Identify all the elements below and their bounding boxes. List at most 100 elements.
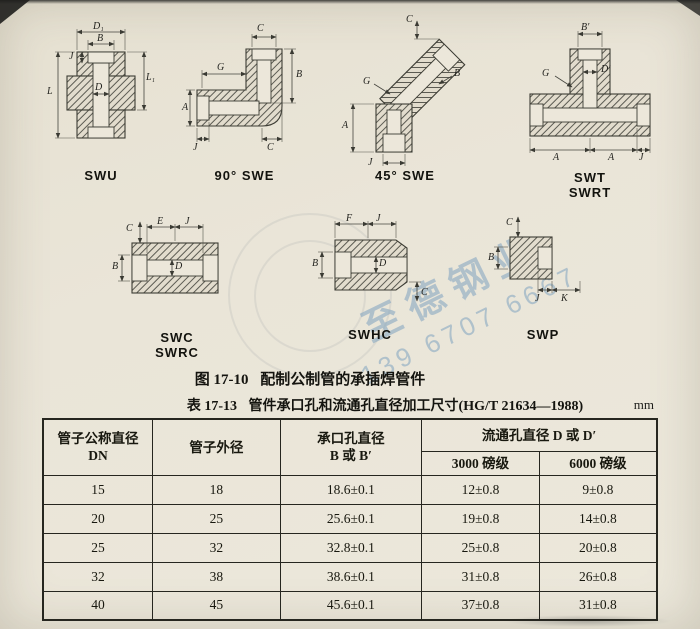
table-row: 15 18 18.6±0.1 12±0.8 9±0.8 — [42, 474, 658, 505]
dim-label-k: K — [561, 293, 568, 304]
dim-label-c-bottom: C — [267, 142, 274, 153]
header-3000lb: 3000 磅级 — [421, 450, 540, 476]
cell-socket: 38.6±0.1 — [279, 561, 423, 592]
figure-caption: 图 17-10 配制公制管的承插焊管件 — [0, 368, 620, 389]
swc-drawing — [118, 221, 219, 294]
dim-label-g: G — [217, 62, 225, 73]
cell-6000: 9±0.8 — [538, 474, 658, 505]
scan-corner-artifact — [0, 0, 30, 24]
figure-title: 配制公制管的承插焊管件 — [260, 372, 426, 388]
diagram-caption-45swe: 45° SWE — [375, 168, 435, 183]
diagram-45swe: C B G A J 45° SWE — [340, 14, 470, 194]
table-header-row-1: 管子公称直径 DN 管子外径 承口孔直径 B 或 B′ 流通孔直径 D 或 D′ — [42, 418, 658, 476]
diagram-swu: D₁ B J D L₁ L SWU — [46, 21, 156, 194]
diagram-90swe: C B G A J C 90° SWE — [182, 22, 307, 194]
dim-label-a1: A — [553, 152, 560, 163]
dim-label-g: G — [363, 76, 371, 87]
dim-label-c: C — [406, 14, 413, 25]
dim-label-b: B — [312, 258, 319, 269]
diagram-caption-line2: SWRT — [568, 185, 612, 200]
header-socket-bore: 承口孔直径 B 或 B′ — [279, 418, 423, 476]
cell-socket: 25.6±0.1 — [279, 503, 423, 534]
dim-label-l1: L₁ — [146, 72, 156, 83]
cell-3000: 31±0.8 — [421, 561, 540, 592]
diagram-swt: B′ D′ G A A J SWT SWRT — [515, 22, 665, 204]
cell-3000: 25±0.8 — [421, 532, 540, 563]
cell-od: 18 — [152, 474, 281, 505]
swt-drawing — [529, 31, 651, 153]
dim-label-j: J — [639, 152, 644, 163]
dim-label-a: A — [182, 102, 189, 113]
dim-label-e: E — [157, 216, 164, 227]
cell-od: 25 — [152, 503, 281, 534]
scan-corner-artifact — [676, 0, 700, 16]
diagram-swhc: F J B D C SWHC — [305, 205, 435, 355]
dim-label-d: D — [175, 261, 183, 272]
diagram-caption-90swe: 90° SWE — [214, 168, 275, 183]
cell-dn: 20 — [42, 503, 154, 534]
figure-number: 图 17-10 — [194, 372, 249, 388]
cell-od: 38 — [152, 561, 281, 592]
header-socket-line1: 承口孔直径 — [317, 431, 385, 447]
swe45-drawing — [350, 20, 466, 166]
dim-label-j: J — [535, 293, 540, 304]
diagram-caption-swc: SWC SWRC — [112, 330, 242, 360]
diagram-swp: C B J K SWP — [488, 205, 598, 355]
header-dn: 管子公称直径 DN — [42, 418, 154, 476]
dim-label-b1: B′ — [581, 22, 590, 33]
cell-dn: 15 — [42, 474, 154, 505]
table-header-row-2: 3000 磅级 6000 磅级 — [43, 450, 658, 476]
dim-label-d1: D₁ — [93, 21, 104, 32]
dim-label-c: C — [421, 287, 428, 298]
dim-label-j: J — [185, 216, 190, 227]
dim-label-f: F — [346, 213, 353, 224]
swp-drawing — [494, 216, 581, 293]
dim-label-a2: A — [608, 152, 615, 163]
dim-label-j: J — [193, 142, 198, 153]
diagram-caption-swp: SWP — [526, 327, 560, 342]
dim-label-b: B — [112, 261, 119, 272]
cell-socket: 45.6±0.1 — [279, 590, 423, 621]
diagram-caption-line1: SWC — [160, 330, 194, 345]
cell-dn: 32 — [42, 561, 154, 592]
dim-label-b: B — [454, 68, 461, 79]
diagram-swc: C E J B D SWC SWRC — [112, 208, 242, 368]
diagram-caption-swt: SWT SWRT — [515, 170, 665, 200]
table-row: 32 38 38.6±0.1 31±0.8 26±0.8 — [42, 561, 658, 592]
table-row: 20 25 25.6±0.1 19±0.8 14±0.8 — [42, 503, 658, 534]
swhc-drawing — [318, 221, 421, 302]
dim-label-g: G — [542, 68, 550, 79]
diagram-caption-line2: SWRC — [155, 345, 199, 360]
dim-label-c-top: C — [257, 23, 264, 34]
cell-6000: 20±0.8 — [538, 532, 658, 563]
table-number: 表 17-13 — [186, 399, 238, 414]
cell-dn: 40 — [42, 590, 154, 621]
dim-label-c: C — [506, 217, 513, 228]
cell-3000: 12±0.8 — [421, 474, 540, 505]
diagram-caption-line1: SWT — [574, 170, 606, 185]
table-row: 25 32 32.8±0.1 25±0.8 20±0.8 — [42, 532, 658, 563]
cell-od: 32 — [152, 532, 281, 563]
header-dn-line2: DN — [88, 448, 108, 464]
dimension-table: 管子公称直径 DN 管子外径 承口孔直径 B 或 B′ 流通孔直径 D 或 D′… — [42, 418, 658, 621]
cell-6000: 31±0.8 — [538, 590, 658, 621]
dim-label-d: D — [95, 82, 103, 93]
diagram-caption-swu: SWU — [84, 168, 118, 183]
cell-3000: 19±0.8 — [421, 503, 540, 534]
cell-3000: 37±0.8 — [421, 590, 540, 621]
cell-dn: 25 — [42, 532, 154, 563]
cell-6000: 26±0.8 — [538, 561, 658, 592]
scan-edge-artifact — [0, 0, 700, 4]
header-dn-line1: 管子公称直径 — [57, 431, 139, 447]
header-od: 管子外径 — [152, 418, 281, 476]
cell-socket: 32.8±0.1 — [279, 532, 423, 563]
dim-label-d: D — [379, 258, 387, 269]
dim-label-b: B — [97, 33, 104, 44]
watermark-circle — [254, 240, 366, 352]
header-6000lb: 6000 磅级 — [538, 450, 658, 476]
swe90-drawing — [186, 34, 296, 142]
unit-label: mm — [633, 397, 654, 412]
dim-label-b: B — [296, 69, 303, 80]
cell-socket: 18.6±0.1 — [279, 474, 423, 505]
